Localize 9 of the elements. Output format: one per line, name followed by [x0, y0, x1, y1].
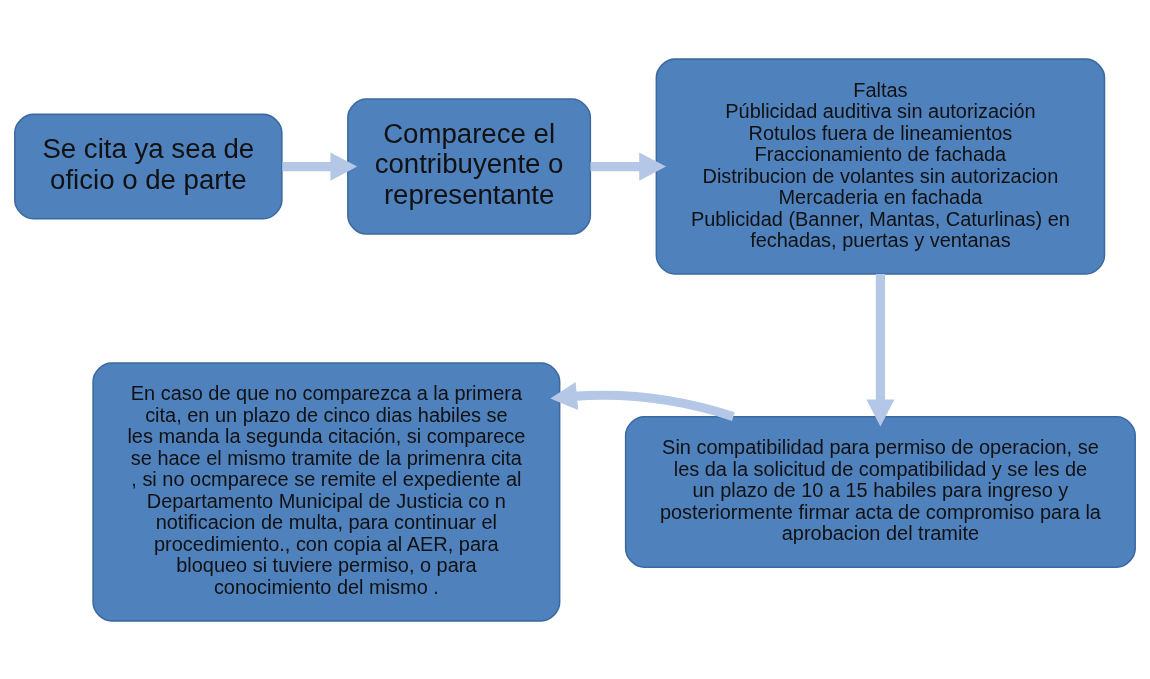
arrow	[550, 381, 735, 421]
arrow	[866, 273, 895, 426]
node-box: Comparece el contribuyente o representante	[347, 97, 592, 235]
node-box: Se cita ya sea de oficio o de parte	[14, 113, 283, 219]
arrow	[282, 152, 358, 181]
arrow	[590, 152, 666, 181]
node-box: Faltas Públicidad auditiva sin autorización Rotulos fuera de lineamientos Fraccionamiento de fachada Distribucion de volantes sin autorizacion Mercaderia en fachada Publicidad (Banner, Mantas, Caturlinas) en fechadas, puertas y ventanas	[655, 57, 1106, 275]
node-box: En caso de que no comparezca a la primera cita, en un plazo de cinco dias habiles se les manda la segunda citación, si comparece se hace el mismo tramite de la primenra cita , si no ocmparece se remite el expediente al Departamento Municipal de Justicia co n notificacion de multa, para continuar el procedimiento., con copia al AER, para bloqueo si tuviere permiso, o para conocimiento del mismo .	[92, 361, 561, 622]
node-box: Sin compatibilidad para permiso de operacion, se les da la solicitud de compatibilidad y se les de un plazo de 10 a 15 habiles para ingreso y posteriormente firmar acta de compromiso para la aprobacion del tramite	[624, 415, 1136, 568]
